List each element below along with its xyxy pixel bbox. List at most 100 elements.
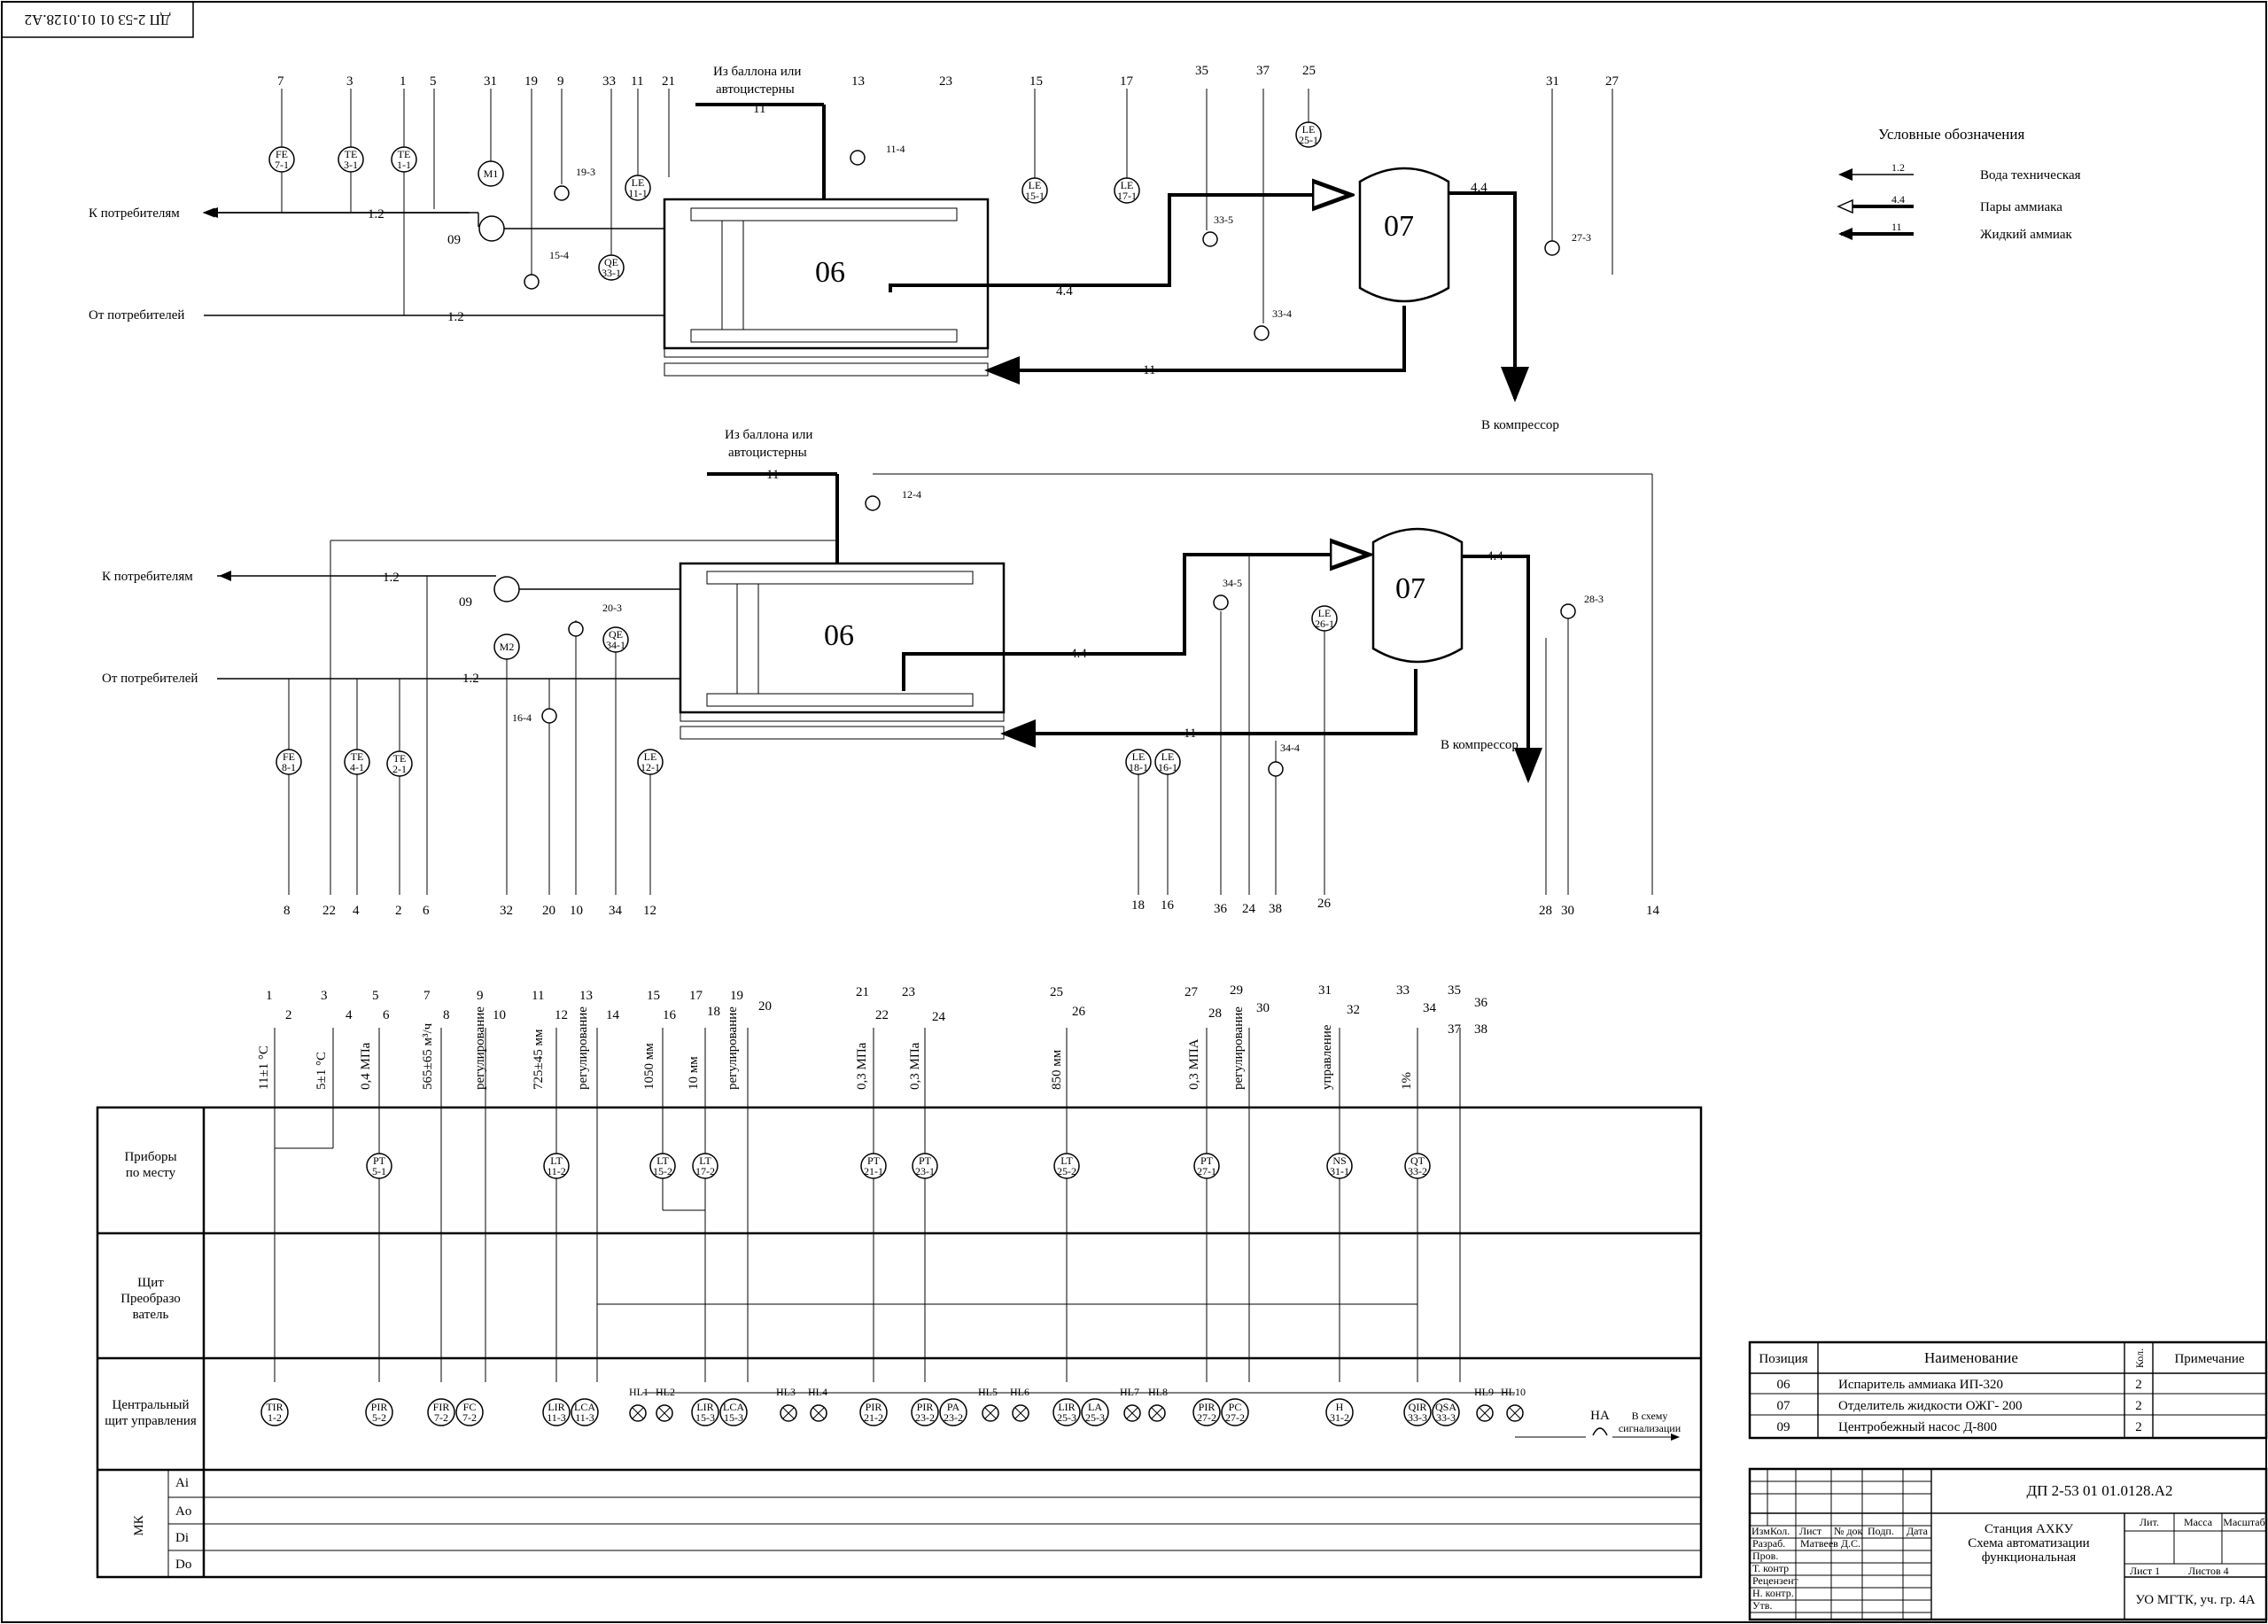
svg-text:PT: PT	[1200, 1154, 1214, 1167]
svg-text:3: 3	[321, 989, 328, 1003]
svg-text:Подп.: Подп.	[1868, 1525, 1894, 1537]
svg-text:21: 21	[856, 985, 869, 999]
svg-text:HL6: HL6	[1010, 1386, 1029, 1398]
svg-text:36: 36	[1474, 996, 1488, 1010]
svg-text:38: 38	[1269, 902, 1282, 916]
svg-text:Дата: Дата	[1907, 1525, 1929, 1537]
svg-text:5: 5	[372, 989, 379, 1003]
svg-text:LE: LE	[1121, 179, 1134, 191]
svg-text:ДП 2-53 01 01.0128.А2: ДП 2-53 01 01.0128.А2	[2026, 1482, 2172, 1499]
svg-text:11-2: 11-2	[547, 1165, 566, 1177]
svg-text:1%: 1%	[1400, 1072, 1414, 1090]
svg-text:20: 20	[758, 999, 772, 1014]
svg-text:0,3 МПА: 0,3 МПА	[1187, 1038, 1201, 1090]
svg-text:11-1: 11-1	[628, 187, 648, 199]
svg-text:К потребителям: К потребителям	[102, 570, 193, 584]
svg-text:В схему: В схему	[1632, 1410, 1668, 1422]
svg-text:32: 32	[500, 904, 513, 918]
svg-text:Центробежный насос Д-800: Центробежный насос Д-800	[1838, 1420, 1997, 1434]
svg-text:PT: PT	[919, 1154, 932, 1167]
svg-text:30: 30	[1256, 1001, 1270, 1015]
svg-text:управление: управление	[1320, 1024, 1334, 1090]
svg-text:09: 09	[447, 233, 461, 247]
scheme-2: К потребителям От потребителей 1.21.2 09…	[102, 428, 1660, 918]
svg-text:2: 2	[395, 904, 402, 918]
svg-text:8: 8	[284, 904, 291, 918]
svg-text:17-1: 17-1	[1117, 190, 1137, 202]
svg-text:7: 7	[277, 74, 284, 89]
svg-text:QSA: QSA	[1435, 1401, 1456, 1413]
svg-text:Di: Di	[175, 1531, 189, 1545]
svg-text:M2: M2	[500, 641, 515, 653]
svg-text:31-1: 31-1	[1330, 1165, 1349, 1177]
svg-text:Кол.: Кол.	[1770, 1525, 1790, 1537]
svg-text:18: 18	[707, 1005, 720, 1019]
svg-text:6: 6	[423, 904, 430, 918]
svg-text:FC: FC	[463, 1401, 477, 1413]
svg-text:HL3: HL3	[776, 1386, 796, 1398]
svg-text:сигнализации: сигнализации	[1619, 1422, 1682, 1434]
svg-text:20-3: 20-3	[602, 602, 622, 614]
svg-text:1.2: 1.2	[368, 207, 384, 221]
svg-text:25-3: 25-3	[1057, 1411, 1076, 1424]
svg-text:24: 24	[1242, 902, 1256, 916]
svg-text:2: 2	[2135, 1399, 2142, 1413]
svg-text:26-1: 26-1	[1315, 618, 1334, 630]
svg-text:1-1: 1-1	[397, 159, 411, 171]
svg-text:Отделитель жидкости ОЖГ- 200: Отделитель жидкости ОЖГ- 200	[1838, 1399, 2023, 1413]
svg-text:LE: LE	[1161, 750, 1175, 763]
svg-text:27: 27	[1184, 985, 1199, 999]
svg-text:11: 11	[1891, 221, 1902, 233]
svg-text:11: 11	[1143, 363, 1155, 377]
svg-text:функциональная: функциональная	[1982, 1550, 2077, 1565]
svg-text:Центральный: Центральный	[112, 1398, 189, 1412]
svg-text:LIR: LIR	[696, 1401, 713, 1413]
svg-text:18-1: 18-1	[1129, 761, 1148, 773]
svg-text:34: 34	[609, 904, 623, 918]
svg-text:7-1: 7-1	[275, 159, 289, 171]
svg-text:Матвеев Д.С.: Матвеев Д.С.	[1800, 1537, 1860, 1550]
svg-text:LT: LT	[699, 1154, 711, 1167]
svg-text:29: 29	[1230, 983, 1243, 998]
svg-text:LT: LT	[656, 1154, 669, 1167]
svg-text:30: 30	[1561, 904, 1574, 918]
svg-text:LCA: LCA	[723, 1401, 744, 1413]
svg-text:щит управления: щит управления	[105, 1414, 197, 1428]
svg-text:PIR: PIR	[1199, 1401, 1216, 1413]
svg-text:16: 16	[1161, 898, 1175, 913]
svg-text:Рецензент: Рецензент	[1752, 1574, 1799, 1587]
svg-text:В компрессор: В компрессор	[1441, 738, 1518, 752]
svg-text:Вода техническая: Вода техническая	[1980, 168, 2081, 183]
svg-text:06: 06	[824, 619, 854, 652]
svg-text:4.4: 4.4	[1056, 284, 1073, 299]
table-parameters: 11±1 °С 5±1 °С 0,4 МПа 565±65 м³/ч регул…	[257, 1006, 1414, 1090]
from-consumers-1: От потребителей	[89, 308, 184, 322]
svg-text:LT: LT	[1060, 1154, 1073, 1167]
svg-text:7-2: 7-2	[434, 1411, 448, 1424]
svg-text:07: 07	[1777, 1399, 1791, 1413]
svg-text:От потребителей: От потребителей	[102, 672, 198, 686]
svg-text:33: 33	[1396, 983, 1410, 998]
table-connections	[274, 1028, 1586, 1438]
svg-text:0,4 МПа: 0,4 МПа	[359, 1042, 373, 1090]
svg-text:21: 21	[662, 74, 675, 89]
svg-text:37: 37	[1256, 64, 1270, 78]
svg-text:09: 09	[1777, 1420, 1790, 1434]
svg-text:LIR: LIR	[1058, 1401, 1075, 1413]
svg-text:LE: LE	[1132, 750, 1146, 763]
svg-text:LCA: LCA	[574, 1401, 595, 1413]
svg-text:23-2: 23-2	[944, 1411, 963, 1424]
svg-text:09: 09	[459, 595, 472, 610]
svg-text:FE: FE	[276, 148, 288, 160]
svg-text:15-4: 15-4	[549, 249, 569, 261]
svg-text:565±65 м³/ч: 565±65 м³/ч	[421, 1022, 435, 1090]
svg-text:14: 14	[606, 1008, 620, 1022]
svg-text:18: 18	[1131, 898, 1145, 913]
svg-text:8: 8	[443, 1008, 450, 1022]
svg-text:5: 5	[430, 74, 437, 89]
svg-text:12-1: 12-1	[641, 761, 660, 773]
svg-text:34-5: 34-5	[1223, 577, 1242, 589]
svg-text:HL9: HL9	[1474, 1386, 1494, 1398]
